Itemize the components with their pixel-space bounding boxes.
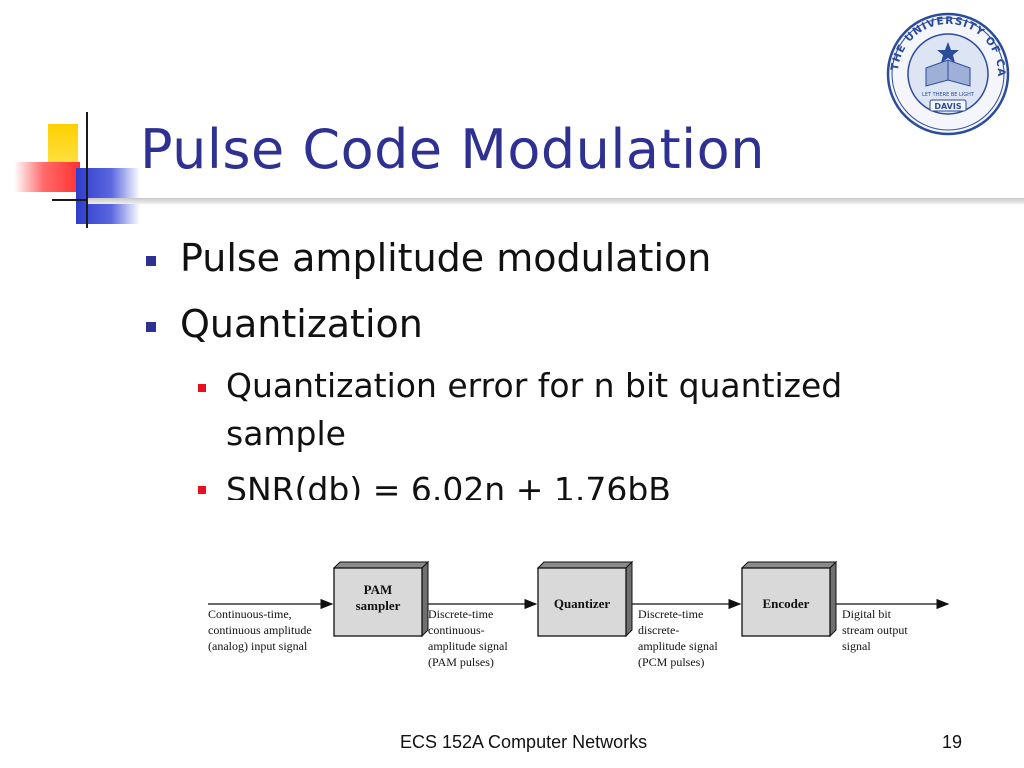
input-signal-label: Continuous-time, continuous amplitude (a… [208, 607, 312, 653]
diagram-text: Continuous-time, [208, 607, 292, 621]
diagram-text: (analog) input signal [208, 639, 308, 653]
sub-bullet-item: Quantization error for n bit quantized [226, 366, 843, 405]
bullet-marker [146, 256, 156, 266]
page-number: 19 [942, 732, 963, 752]
diagram-text: amplitude signal [428, 639, 508, 653]
pam-sampler-block: PAM sampler [332, 560, 430, 638]
bullet-item: Pulse amplitude modulation [180, 236, 712, 280]
block-label: Encoder [763, 596, 810, 611]
deco-vertical-line [86, 112, 88, 228]
diagram-text: continuous- [428, 623, 485, 637]
block-label: Quantizer [554, 596, 611, 611]
quantizer-block: Quantizer [536, 560, 634, 638]
diagram-text: signal [842, 639, 871, 653]
block-label: PAM [364, 582, 393, 597]
block-label: sampler [356, 598, 401, 613]
encoder-block: Encoder [740, 560, 838, 638]
diagram-text: stream output [842, 623, 908, 637]
footer-text: ECS 152A Computer Networks [400, 732, 648, 752]
bullet-marker [146, 322, 156, 332]
bullet-list: Pulse amplitude modulation Quantization … [146, 236, 843, 500]
diagram-text: discrete- [638, 623, 679, 637]
diagram-text: Discrete-time [428, 607, 493, 621]
pcm-pulses-label: Discrete-time discrete- amplitude signal… [638, 607, 718, 669]
diagram-text: Discrete-time [638, 607, 703, 621]
sub-bullet-marker [198, 384, 206, 392]
title-underline [88, 198, 1024, 204]
deco-red-square [14, 162, 80, 192]
slide-title: Pulse Code Modulation [140, 118, 765, 181]
pam-pulses-label: Discrete-time continuous- amplitude sign… [428, 607, 508, 669]
sub-bullet-continuation: sample [226, 414, 346, 453]
sub-bullet-marker [198, 486, 206, 494]
pcm-block-diagram: PAM sampler Quantizer Encoder Continuous… [208, 560, 950, 669]
seal-banner: DAVIS [934, 102, 961, 111]
university-seal-icon: THE UNIVERSITY OF CALIFORNIA LET THERE B… [886, 12, 1010, 136]
output-signal-label: Digital bit stream output signal [842, 607, 908, 653]
diagram-text: amplitude signal [638, 639, 718, 653]
bullet-item: Quantization [180, 302, 423, 346]
diagram-text: Digital bit [842, 607, 892, 621]
diagram-text: continuous amplitude [208, 623, 312, 637]
sub-bullet-item: SNR(db) = 6.02n + 1.76bB [226, 470, 671, 500]
diagram-text: (PAM pulses) [428, 655, 494, 669]
seal-motto: LET THERE BE LIGHT [922, 92, 975, 98]
diagram-text: (PCM pulses) [638, 655, 704, 669]
